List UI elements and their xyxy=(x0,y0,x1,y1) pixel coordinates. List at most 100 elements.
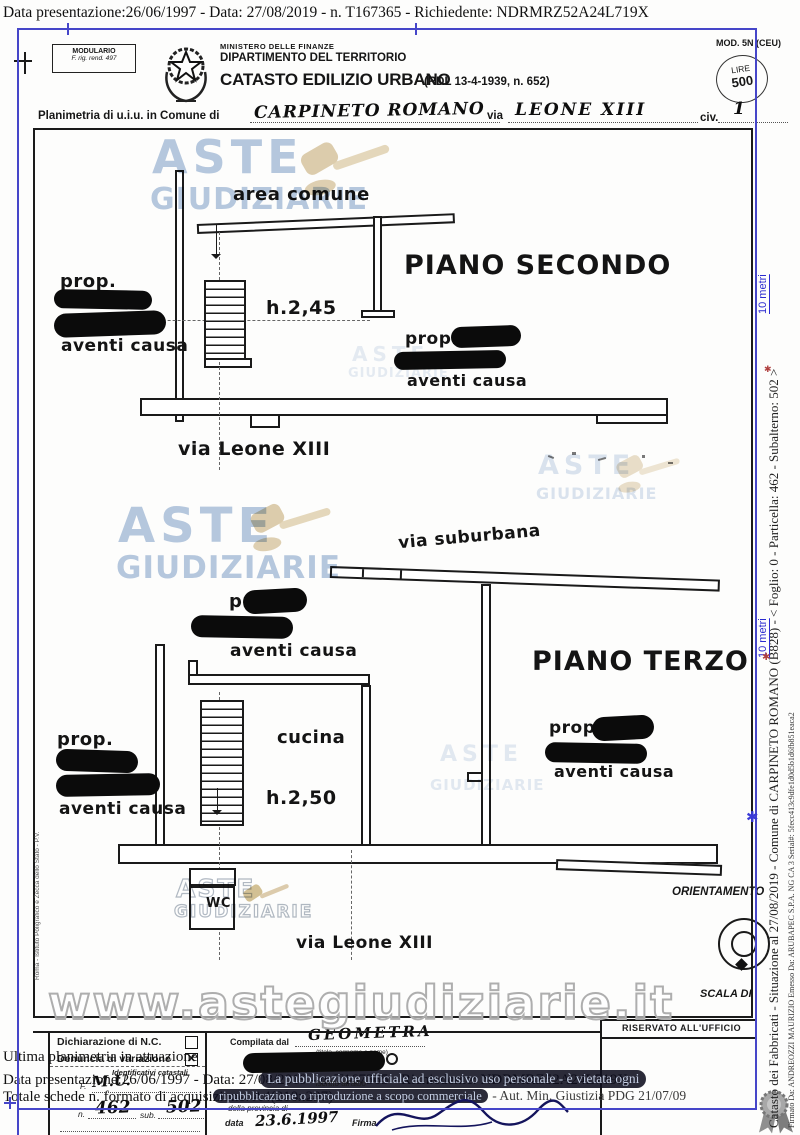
aste-watermark: ASTE xyxy=(440,742,523,767)
catasto-title: CATASTO EDILIZIO URBANO xyxy=(220,70,451,89)
area-comune-label: area comune xyxy=(233,184,370,205)
street-label: via Leone XIII xyxy=(178,438,331,460)
blue-asterisk-mark: ✱ xyxy=(746,809,759,826)
dotted-line xyxy=(60,1131,200,1132)
redacted-name xyxy=(53,310,167,338)
publication-notice-line1: La pubblicazione ufficiale ad esclusivo … xyxy=(260,1070,647,1088)
form-border xyxy=(205,1033,207,1135)
riservato-box-top xyxy=(600,1019,756,1021)
scale-10-metri-note: 10 metri xyxy=(757,618,769,658)
wc-room xyxy=(189,886,235,930)
form-top-line xyxy=(33,1031,600,1033)
frame-tick xyxy=(9,1097,11,1109)
compilata-dotted-line xyxy=(295,1046,425,1047)
civ-value: 1 xyxy=(733,99,745,119)
orientation-label: ORIENTAMENTO xyxy=(672,886,765,898)
aventi-causa-label: aventi causa xyxy=(554,762,675,781)
wall xyxy=(250,414,280,428)
compilata-label: Compilata dal xyxy=(230,1037,290,1047)
height-label: h.2,50 xyxy=(266,787,337,809)
giudiziarie-watermark: GIUDIZIARIE xyxy=(430,776,545,794)
stair-arrow-head xyxy=(211,254,221,264)
comune-dotted-line xyxy=(250,122,500,123)
f-label: F. xyxy=(80,1081,87,1091)
publication-notice-plain: - Aut. Min. Giustizia PDG 21/07/09 xyxy=(492,1088,687,1103)
signature xyxy=(375,1099,569,1131)
wall xyxy=(596,414,668,424)
iscritto-label: iscritto all'albo xyxy=(316,1079,366,1088)
frame-top-line xyxy=(17,28,757,30)
form-divider xyxy=(50,1066,205,1067)
redacted-name xyxy=(55,748,139,774)
redacted-name xyxy=(591,714,655,742)
firmato-margin-note: Firmato Da: ANDREOZZI MAURIZIO Emesso Da… xyxy=(787,712,796,1128)
sub-label: sub. xyxy=(140,1110,157,1120)
riservato-box-underline xyxy=(600,1037,756,1039)
planimetria-label: Planimetria di u.i.u. in Comune di xyxy=(38,110,220,122)
redacted-name xyxy=(190,615,294,639)
n-label: n. xyxy=(78,1109,86,1119)
comune-value: CARPINETO ROMANO xyxy=(253,98,485,124)
printer-margin-note: Roma - Istituto Poligrafico e Zecca dell… xyxy=(34,831,41,981)
via-value: LEONE XIII xyxy=(515,100,647,120)
wall xyxy=(118,844,718,864)
dipartimento-line: DIPARTIMENTO DEL TERRITORIO xyxy=(220,52,407,64)
gavel-icon xyxy=(300,142,390,196)
red-asterisk-mark: ✱ xyxy=(764,364,772,374)
section-axis xyxy=(351,850,352,960)
seal-ribbon-icon xyxy=(759,1090,793,1134)
dichiarazione-label: Dichiarazione di N.C. xyxy=(57,1036,162,1048)
red-asterisk-mark: ✱ xyxy=(762,652,771,663)
signature-loop xyxy=(386,1053,398,1065)
stray-marks xyxy=(572,452,576,455)
stairs xyxy=(200,700,244,826)
identificativi-label: Identificativi catastali xyxy=(112,1068,188,1077)
n-dotted-line xyxy=(88,1118,136,1119)
frame-left-line xyxy=(17,28,19,1135)
data-label: data xyxy=(225,1118,244,1128)
ultima-overlay-line: Ultima planimetria in attuazione xyxy=(3,1049,198,1065)
dichiarazione-checkbox xyxy=(185,1036,198,1049)
wc-label: WC xyxy=(206,896,231,911)
aste-watermark: ASTE xyxy=(118,498,276,554)
stair-arrow xyxy=(217,788,218,812)
modulario-title: MODULARIO xyxy=(72,48,116,55)
kitchen-label: cucina xyxy=(277,727,346,748)
aventi-causa-label: aventi causa xyxy=(230,641,358,661)
wall xyxy=(140,398,668,416)
form-border xyxy=(48,1033,50,1135)
sub-dotted-line xyxy=(158,1118,204,1119)
stairs xyxy=(204,280,246,360)
f-dotted-line xyxy=(92,1092,197,1093)
modulario-sub: F. rig. rend. 497 xyxy=(71,55,117,62)
stair-arrow-head xyxy=(212,810,222,820)
scale-label: SCALA DI xyxy=(700,988,752,1000)
wall xyxy=(189,868,236,886)
aste-watermark: ASTE xyxy=(175,873,256,903)
frame-bottom-line xyxy=(17,1108,757,1110)
redacted-name xyxy=(55,773,161,797)
aventi-causa-label: aventi causa xyxy=(61,336,189,356)
giudiziarie-watermark: GIUDIZIARIE xyxy=(116,550,342,586)
prop-label: prop. xyxy=(549,718,603,738)
street-bottom-label: via Leone XIII xyxy=(296,933,433,953)
wall xyxy=(361,310,395,318)
civ-label: civ. xyxy=(700,112,719,124)
presentation-header: Data presentazione:26/06/1997 - Data: 27… xyxy=(3,4,649,21)
registration-mark xyxy=(24,52,26,74)
section-axis xyxy=(219,692,220,960)
gavel-icon xyxy=(243,884,289,902)
stair-arrow xyxy=(216,224,217,256)
frame-tick xyxy=(415,23,417,35)
prop-label: prop. xyxy=(405,329,459,349)
wall xyxy=(188,674,370,685)
firma-label: Firma xyxy=(352,1118,377,1128)
redacted-name xyxy=(53,289,153,310)
frame-tick xyxy=(67,23,69,35)
mod-label: MOD. 5N (CEU) xyxy=(716,38,781,48)
redacted-name xyxy=(450,324,522,349)
aventi-causa-label: aventi causa xyxy=(407,371,528,390)
via-label: via xyxy=(487,110,503,122)
piano-terzo-title: PIANO TERZO xyxy=(532,646,749,677)
redacted-name xyxy=(242,587,308,615)
